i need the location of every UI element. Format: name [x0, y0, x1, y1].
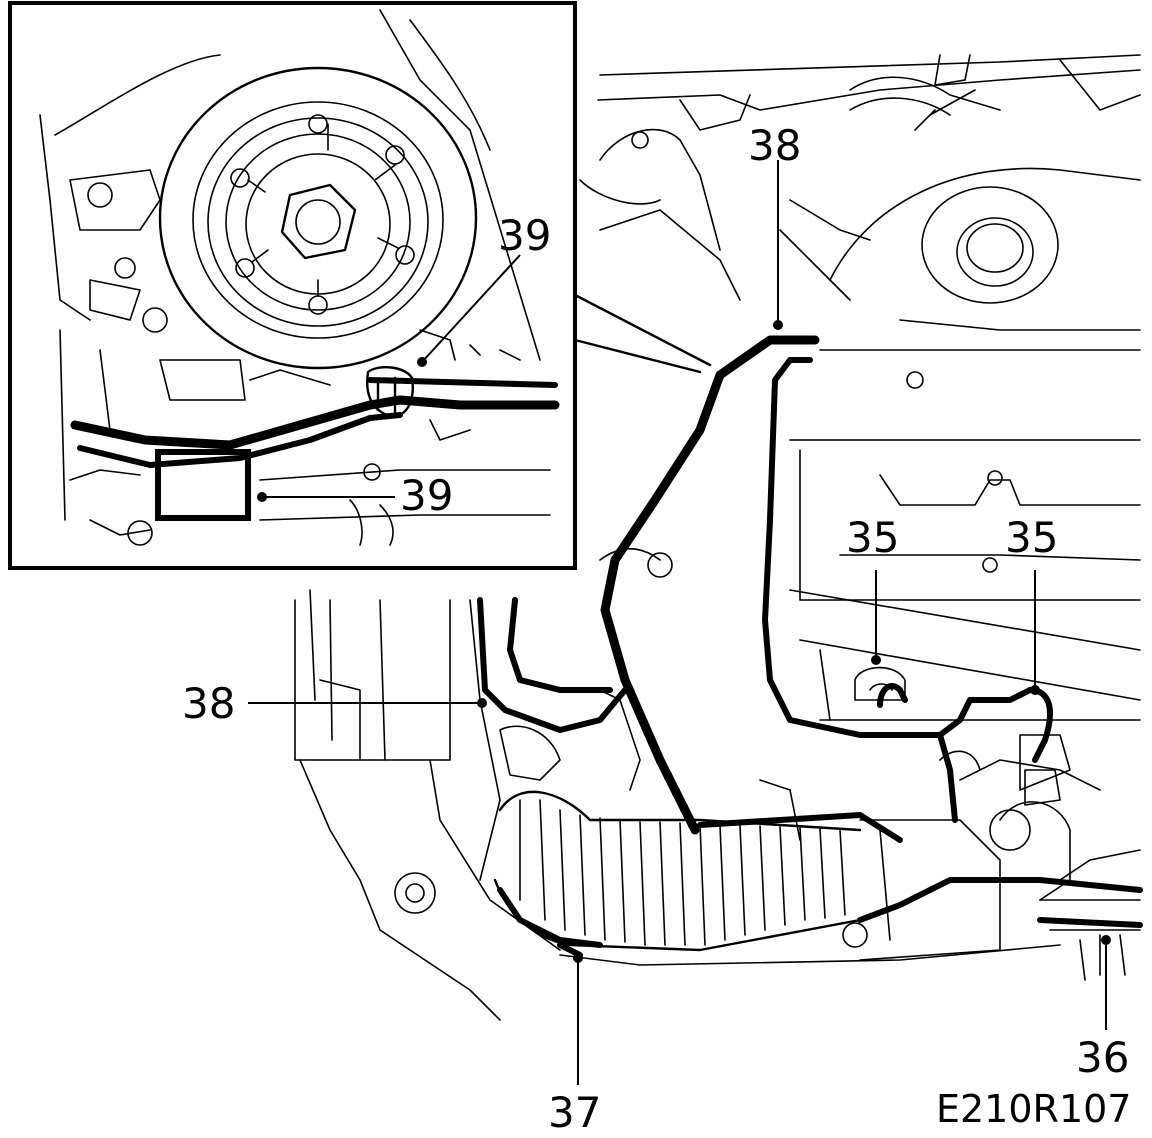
- callout-35-left: 35: [846, 513, 899, 562]
- inset-connector-box: [155, 449, 251, 521]
- callout-leaders: [248, 160, 1111, 1085]
- callout-36: 36: [1076, 1033, 1129, 1082]
- callout-37: 37: [548, 1088, 601, 1137]
- callout-38-left: 38: [182, 679, 235, 728]
- wiring-harness: [477, 335, 1143, 958]
- inset-frame: [8, 1, 577, 570]
- callout-39-top: 39: [498, 211, 551, 260]
- figure-code: E210R107: [936, 1087, 1131, 1131]
- crank-pulley: [158, 66, 478, 370]
- inset-pointer-lower: [573, 338, 702, 374]
- callout-38-top: 38: [748, 121, 801, 170]
- callout-39-bottom: 39: [400, 471, 453, 520]
- inset-harness: [70, 366, 560, 521]
- harness-grommet: [366, 366, 414, 418]
- engine-bay-background: [294, 54, 1141, 1021]
- callout-labels: 38 38 39 39 35 35 36 37 E210R107: [182, 121, 1131, 1137]
- detail-inset: [8, 1, 712, 570]
- inset-pointer-upper: [573, 293, 712, 367]
- callout-35-right: 35: [1005, 513, 1058, 562]
